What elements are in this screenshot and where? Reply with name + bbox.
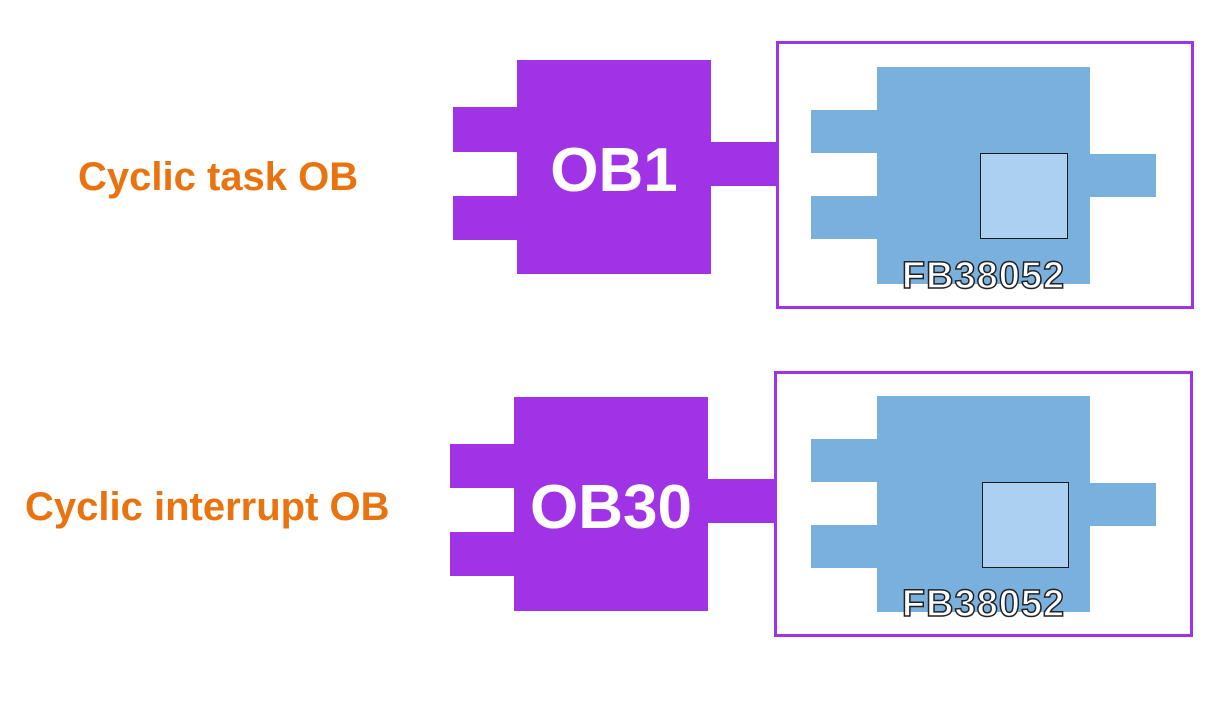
ob1-connector xyxy=(709,142,778,186)
row-label-cyclic-task: Cyclic task OB xyxy=(78,155,359,199)
ob30-left-top-tab xyxy=(450,444,516,488)
ob1-left-top-tab xyxy=(453,107,519,152)
row-label-cyclic-interrupt: Cyclic interrupt OB xyxy=(25,485,390,529)
fb2-left-top-pin xyxy=(811,439,879,482)
fb2-label: FB38052 xyxy=(901,582,1066,626)
fb2-left-bottom-pin xyxy=(811,525,879,568)
ob1-body xyxy=(517,60,711,274)
ob1-label: OB1 xyxy=(550,136,678,205)
fb2-right-pin xyxy=(1088,483,1156,526)
fb1-right-pin xyxy=(1088,154,1156,197)
fb1-label: FB38052 xyxy=(901,254,1066,298)
fb1-instance-box xyxy=(980,153,1068,239)
fb1-left-bottom-pin xyxy=(811,196,879,239)
fb2-instance-box xyxy=(982,482,1069,568)
ob30-body xyxy=(514,397,708,611)
ob30-left-bottom-tab xyxy=(450,532,516,576)
fb1-left-top-pin xyxy=(811,110,879,153)
ob30-connector xyxy=(706,479,776,523)
ob30-label: OB30 xyxy=(530,473,692,542)
ob1-left-bottom-tab xyxy=(453,196,519,240)
